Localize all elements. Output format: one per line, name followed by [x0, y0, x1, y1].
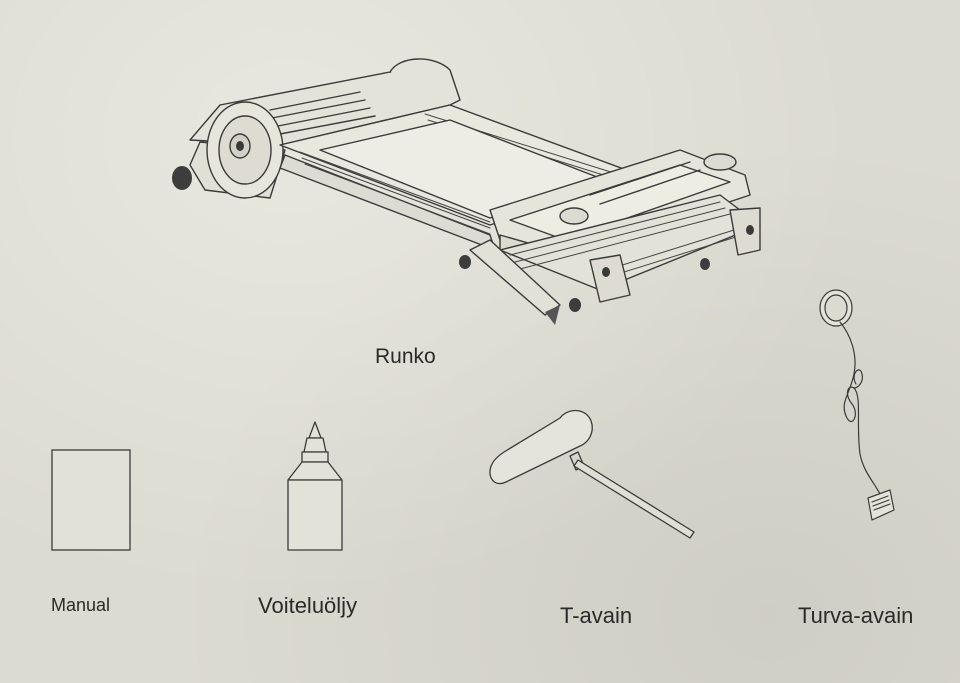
manual-booklet-icon	[48, 446, 134, 554]
manual-label: Manual	[51, 595, 111, 615]
t-key-label: T-avain	[560, 603, 633, 628]
frame-label: Runko	[375, 345, 436, 368]
treadmill-frame-icon	[160, 50, 770, 330]
safety-key-clip-icon	[810, 284, 900, 540]
lubricant-bottle-icon	[282, 418, 348, 554]
safety-key-label: Turva-avain	[798, 603, 914, 628]
oil-label: Voiteluöljy	[258, 593, 358, 618]
t-handle-hex-key-icon	[484, 404, 700, 544]
